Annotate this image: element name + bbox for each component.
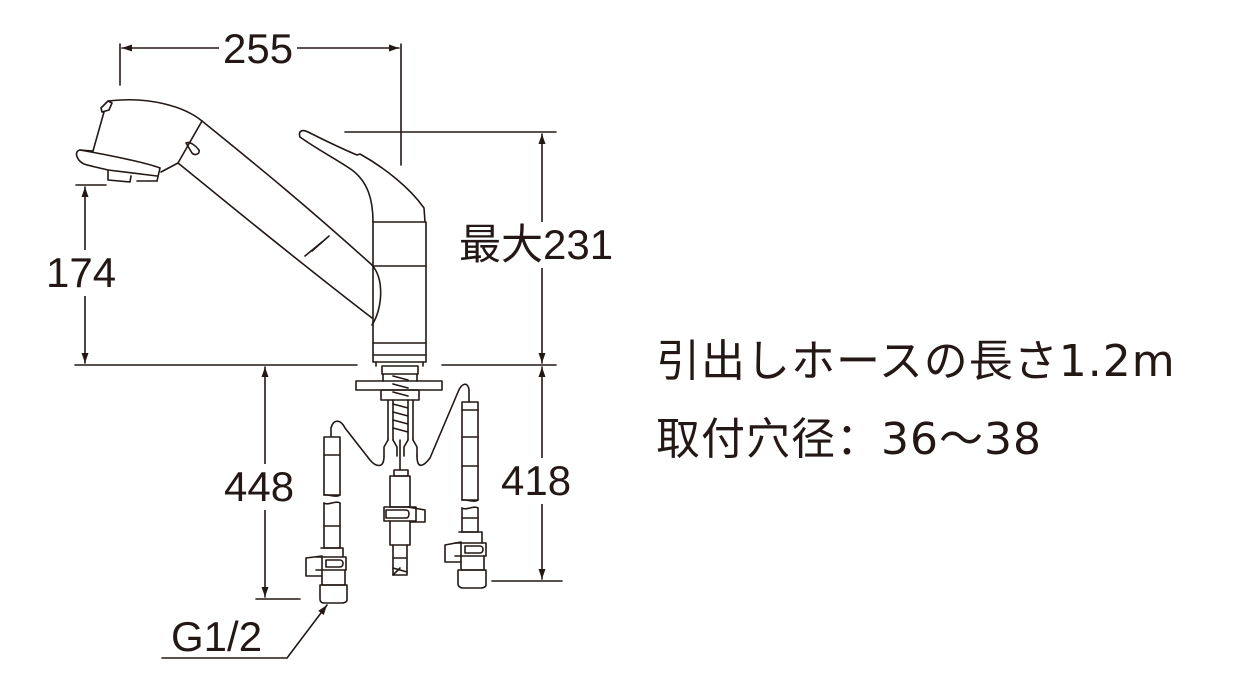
dim-label-418: 418 [501,457,572,504]
dim-label-448: 448 [224,463,295,510]
leader-g12 [161,604,328,659]
faucet-body-column [372,221,427,367]
mounting-shank [355,365,443,471]
center-connector [383,469,426,576]
dim-label-g12: G1/2 [171,613,263,660]
spec-hose-length: 引出しホースの長さ1.2m [656,336,1176,387]
dim-label-174: 174 [46,249,117,296]
right-supply-connector [444,401,487,589]
dim-label-255: 255 [219,28,298,70]
dimension-174 [74,184,358,366]
dim-label-max-231: 最大231 [459,221,614,268]
supply-hoses [330,383,470,467]
faucet-spout-arm [160,120,382,326]
faucet-spray-head [75,98,203,183]
faucet-lever-handle [298,129,426,223]
spec-mount-hole: 取付穴径：36～38 [656,414,1042,465]
left-supply-connector [305,436,348,604]
